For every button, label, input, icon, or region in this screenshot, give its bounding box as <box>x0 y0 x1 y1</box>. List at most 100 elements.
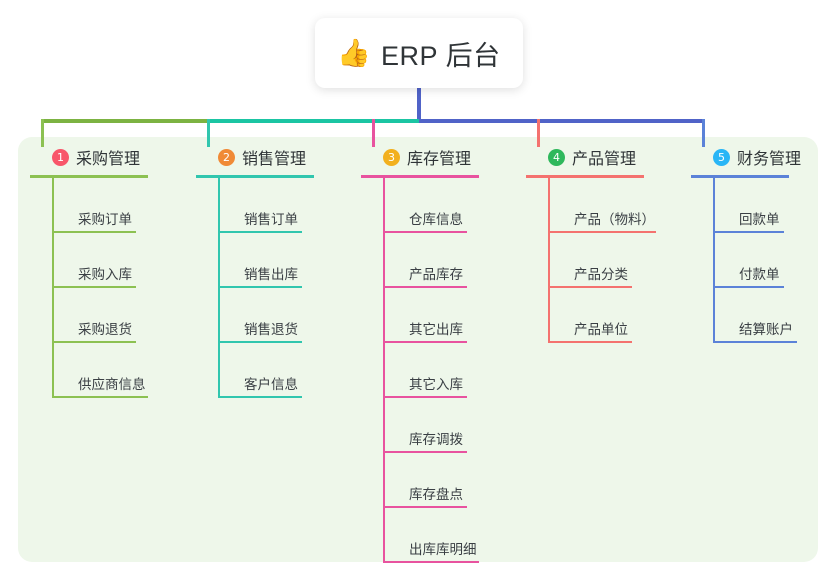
trunk-bar-segment-1 <box>42 119 208 123</box>
column-title-4: 产品管理 <box>572 151 637 168</box>
list-item[interactable]: 产品库存 <box>383 233 511 288</box>
column-badge-1: 1 <box>52 148 69 166</box>
list-item-rule <box>218 286 302 288</box>
column-title-3: 库存管理 <box>407 151 472 168</box>
list-item-label: 库存盘点 <box>409 487 463 502</box>
column-items-3: 仓库信息产品库存其它出库其它入库库存调拨库存盘点出库库明细 <box>383 178 511 563</box>
column-spine-3 <box>383 178 385 563</box>
list-item-label: 回款单 <box>739 212 780 227</box>
list-item-label: 库存调拨 <box>409 432 463 447</box>
list-item[interactable]: 库存调拨 <box>383 398 511 453</box>
column-4: 4 产品管理产品（物料） 产品分类产品单位 <box>526 145 676 343</box>
diagram-panel <box>18 137 818 562</box>
column-drop-connector-5 <box>701 119 705 147</box>
column-title-2: 销售管理 <box>242 151 307 168</box>
column-spine-2 <box>218 178 220 398</box>
list-item[interactable]: 回款单 <box>713 178 821 233</box>
diagram-title-card: 👍 ERP 后台 <box>315 18 523 88</box>
list-item[interactable]: 产品单位 <box>548 288 676 343</box>
list-item[interactable]: 其它入库 <box>383 343 511 398</box>
list-item-rule <box>52 231 136 233</box>
column-badge-3: 3 <box>383 148 400 166</box>
column-rule-5 <box>691 175 789 178</box>
list-item-rule <box>383 506 467 508</box>
list-item-rule <box>218 231 302 233</box>
list-item-label: 出库库明细 <box>409 542 477 557</box>
column-3: 3 库存管理仓库信息产品库存其它出库其它入库库存调拨库存盘点出库库明细 <box>361 145 511 563</box>
list-item-label: 结算账户 <box>739 322 793 337</box>
list-item-rule <box>548 286 632 288</box>
list-item-label: 产品单位 <box>574 322 628 337</box>
list-item-rule <box>52 341 136 343</box>
list-item[interactable]: 供应商信息 <box>52 343 180 398</box>
trunk-bar-segment-2 <box>208 119 419 123</box>
column-spine-4 <box>548 178 550 343</box>
list-item-label: 采购退货 <box>78 322 132 337</box>
list-item-rule <box>383 231 467 233</box>
list-item-rule <box>52 396 148 398</box>
list-item-rule <box>713 341 797 343</box>
list-item[interactable]: 销售订单 <box>218 178 346 233</box>
list-item-rule <box>52 286 136 288</box>
column-rule-4 <box>526 175 644 178</box>
list-item[interactable]: 出库库明细 <box>383 508 511 563</box>
list-item-rule <box>713 231 785 233</box>
list-item-label: 其它入库 <box>409 377 463 392</box>
list-item[interactable]: 库存盘点 <box>383 453 511 508</box>
column-items-2: 销售订单销售出库销售退货客户信息 <box>218 178 346 398</box>
trunk-vertical-connector <box>417 88 421 123</box>
list-item-rule <box>383 451 467 453</box>
column-items-4: 产品（物料） 产品分类产品单位 <box>548 178 676 343</box>
list-item-rule <box>548 341 632 343</box>
list-item-rule <box>548 231 657 233</box>
list-item-label: 仓库信息 <box>409 212 463 227</box>
page-title: ERP 后台 <box>381 40 501 71</box>
thumbs-up-icon: 👍 <box>337 37 372 69</box>
list-item-rule <box>713 286 785 288</box>
list-item[interactable]: 仓库信息 <box>383 178 511 233</box>
list-item[interactable]: 采购退货 <box>52 288 180 343</box>
trunk-bar-segment-3 <box>419 119 703 123</box>
column-drop-connector-1 <box>40 119 44 147</box>
list-item-label: 产品（物料） <box>574 212 655 227</box>
column-header-4[interactable]: 4 产品管理 <box>526 145 676 169</box>
column-header-3[interactable]: 3 库存管理 <box>361 145 511 169</box>
list-item[interactable]: 销售出库 <box>218 233 346 288</box>
column-rule-2 <box>196 175 314 178</box>
column-items-1: 采购订单采购入库采购退货供应商信息 <box>52 178 180 398</box>
column-badge-4: 4 <box>548 148 565 166</box>
list-item-rule <box>383 561 479 563</box>
list-item[interactable]: 产品分类 <box>548 233 676 288</box>
list-item-label: 客户信息 <box>244 377 298 392</box>
column-title-5: 财务管理 <box>737 151 802 168</box>
list-item[interactable]: 销售退货 <box>218 288 346 343</box>
list-item-label: 供应商信息 <box>78 377 146 392</box>
list-item[interactable]: 产品（物料） <box>548 178 676 233</box>
column-drop-connector-3 <box>371 119 375 147</box>
list-item[interactable]: 付款单 <box>713 233 821 288</box>
list-item-label: 产品库存 <box>409 267 463 282</box>
list-item-label: 采购订单 <box>78 212 132 227</box>
list-item-rule <box>218 341 302 343</box>
list-item[interactable]: 客户信息 <box>218 343 346 398</box>
list-item-label: 销售出库 <box>244 267 298 282</box>
list-item-label: 销售订单 <box>244 212 298 227</box>
list-item[interactable]: 采购入库 <box>52 233 180 288</box>
list-item-rule <box>218 396 302 398</box>
column-drop-connector-4 <box>536 119 540 147</box>
list-item[interactable]: 其它出库 <box>383 288 511 343</box>
list-item[interactable]: 结算账户 <box>713 288 821 343</box>
column-items-5: 回款单付款单结算账户 <box>713 178 821 343</box>
column-rule-1 <box>30 175 148 178</box>
list-item-rule <box>383 341 467 343</box>
list-item[interactable]: 采购订单 <box>52 178 180 233</box>
list-item-rule <box>383 286 467 288</box>
list-item-label: 采购入库 <box>78 267 132 282</box>
